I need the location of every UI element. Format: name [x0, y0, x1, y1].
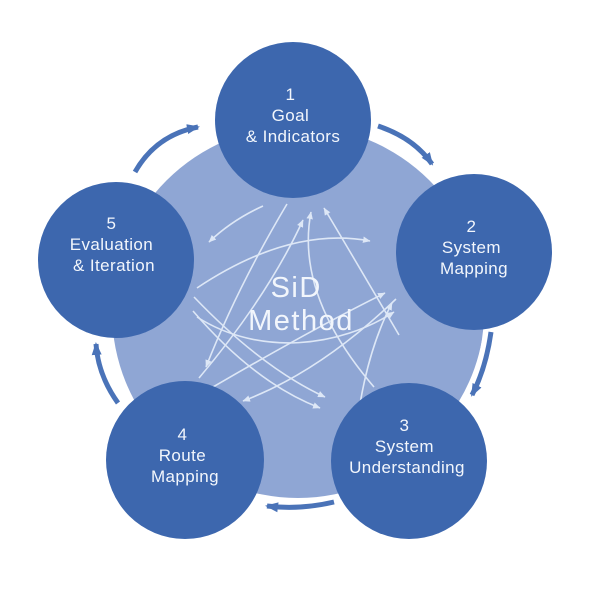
phase-5-number: 5 [107, 214, 117, 233]
feedback-arrow-1-to-5 [208, 205, 264, 243]
phase-1-number: 1 [286, 85, 296, 104]
feedback-arrows [192, 203, 400, 409]
feedback-arrow-5-to-3-lower [192, 310, 321, 409]
feedback-arrow-2-to-4 [242, 298, 397, 402]
feedback-arrow-4-to-2 [212, 292, 386, 388]
feedback-arrow-5-to-3-upper [193, 296, 326, 398]
phase-labels: 1 Goal & Indicators 2 System Mapping 3 S… [70, 85, 508, 486]
phase-circles [38, 42, 552, 539]
cycle-arrows [91, 123, 494, 513]
cycle-arrow-5-to-1 [132, 124, 200, 174]
center-title: SiD Method [248, 272, 354, 337]
cycle-arrow-3-to-4 [265, 499, 335, 513]
phase-4-label: 4 Route Mapping [151, 425, 219, 486]
phase-circle-3 [331, 383, 487, 539]
phase-circle-4 [106, 381, 264, 539]
phase-circle-2 [396, 174, 552, 330]
phase-2-label: 2 System Mapping [440, 217, 508, 278]
feedback-arrow-3-to-1 [306, 211, 375, 388]
cycle-arrow-2-to-3 [469, 331, 494, 397]
phase-3-label: 3 System Understanding [349, 416, 465, 477]
feedback-arrow-1-to-4 [205, 203, 288, 368]
feedback-arrow-5-to-2-lower [196, 311, 395, 344]
phase-circle-5 [38, 182, 194, 338]
cycle-arrow-1-to-2 [377, 123, 435, 166]
phase-1-label: 1 Goal & Indicators [246, 85, 341, 146]
phase-4-number: 4 [178, 425, 188, 444]
phase-2-number: 2 [467, 217, 477, 236]
feedback-arrow-4-to-1 [198, 219, 304, 379]
cycle-arrow-4-to-5 [91, 342, 121, 405]
phase-5-label: 5 Evaluation & Iteration [70, 214, 159, 275]
feedback-arrow-5-to-2-upper [196, 236, 371, 289]
phase-3-number: 3 [400, 416, 410, 435]
phase-circle-1 [215, 42, 371, 198]
